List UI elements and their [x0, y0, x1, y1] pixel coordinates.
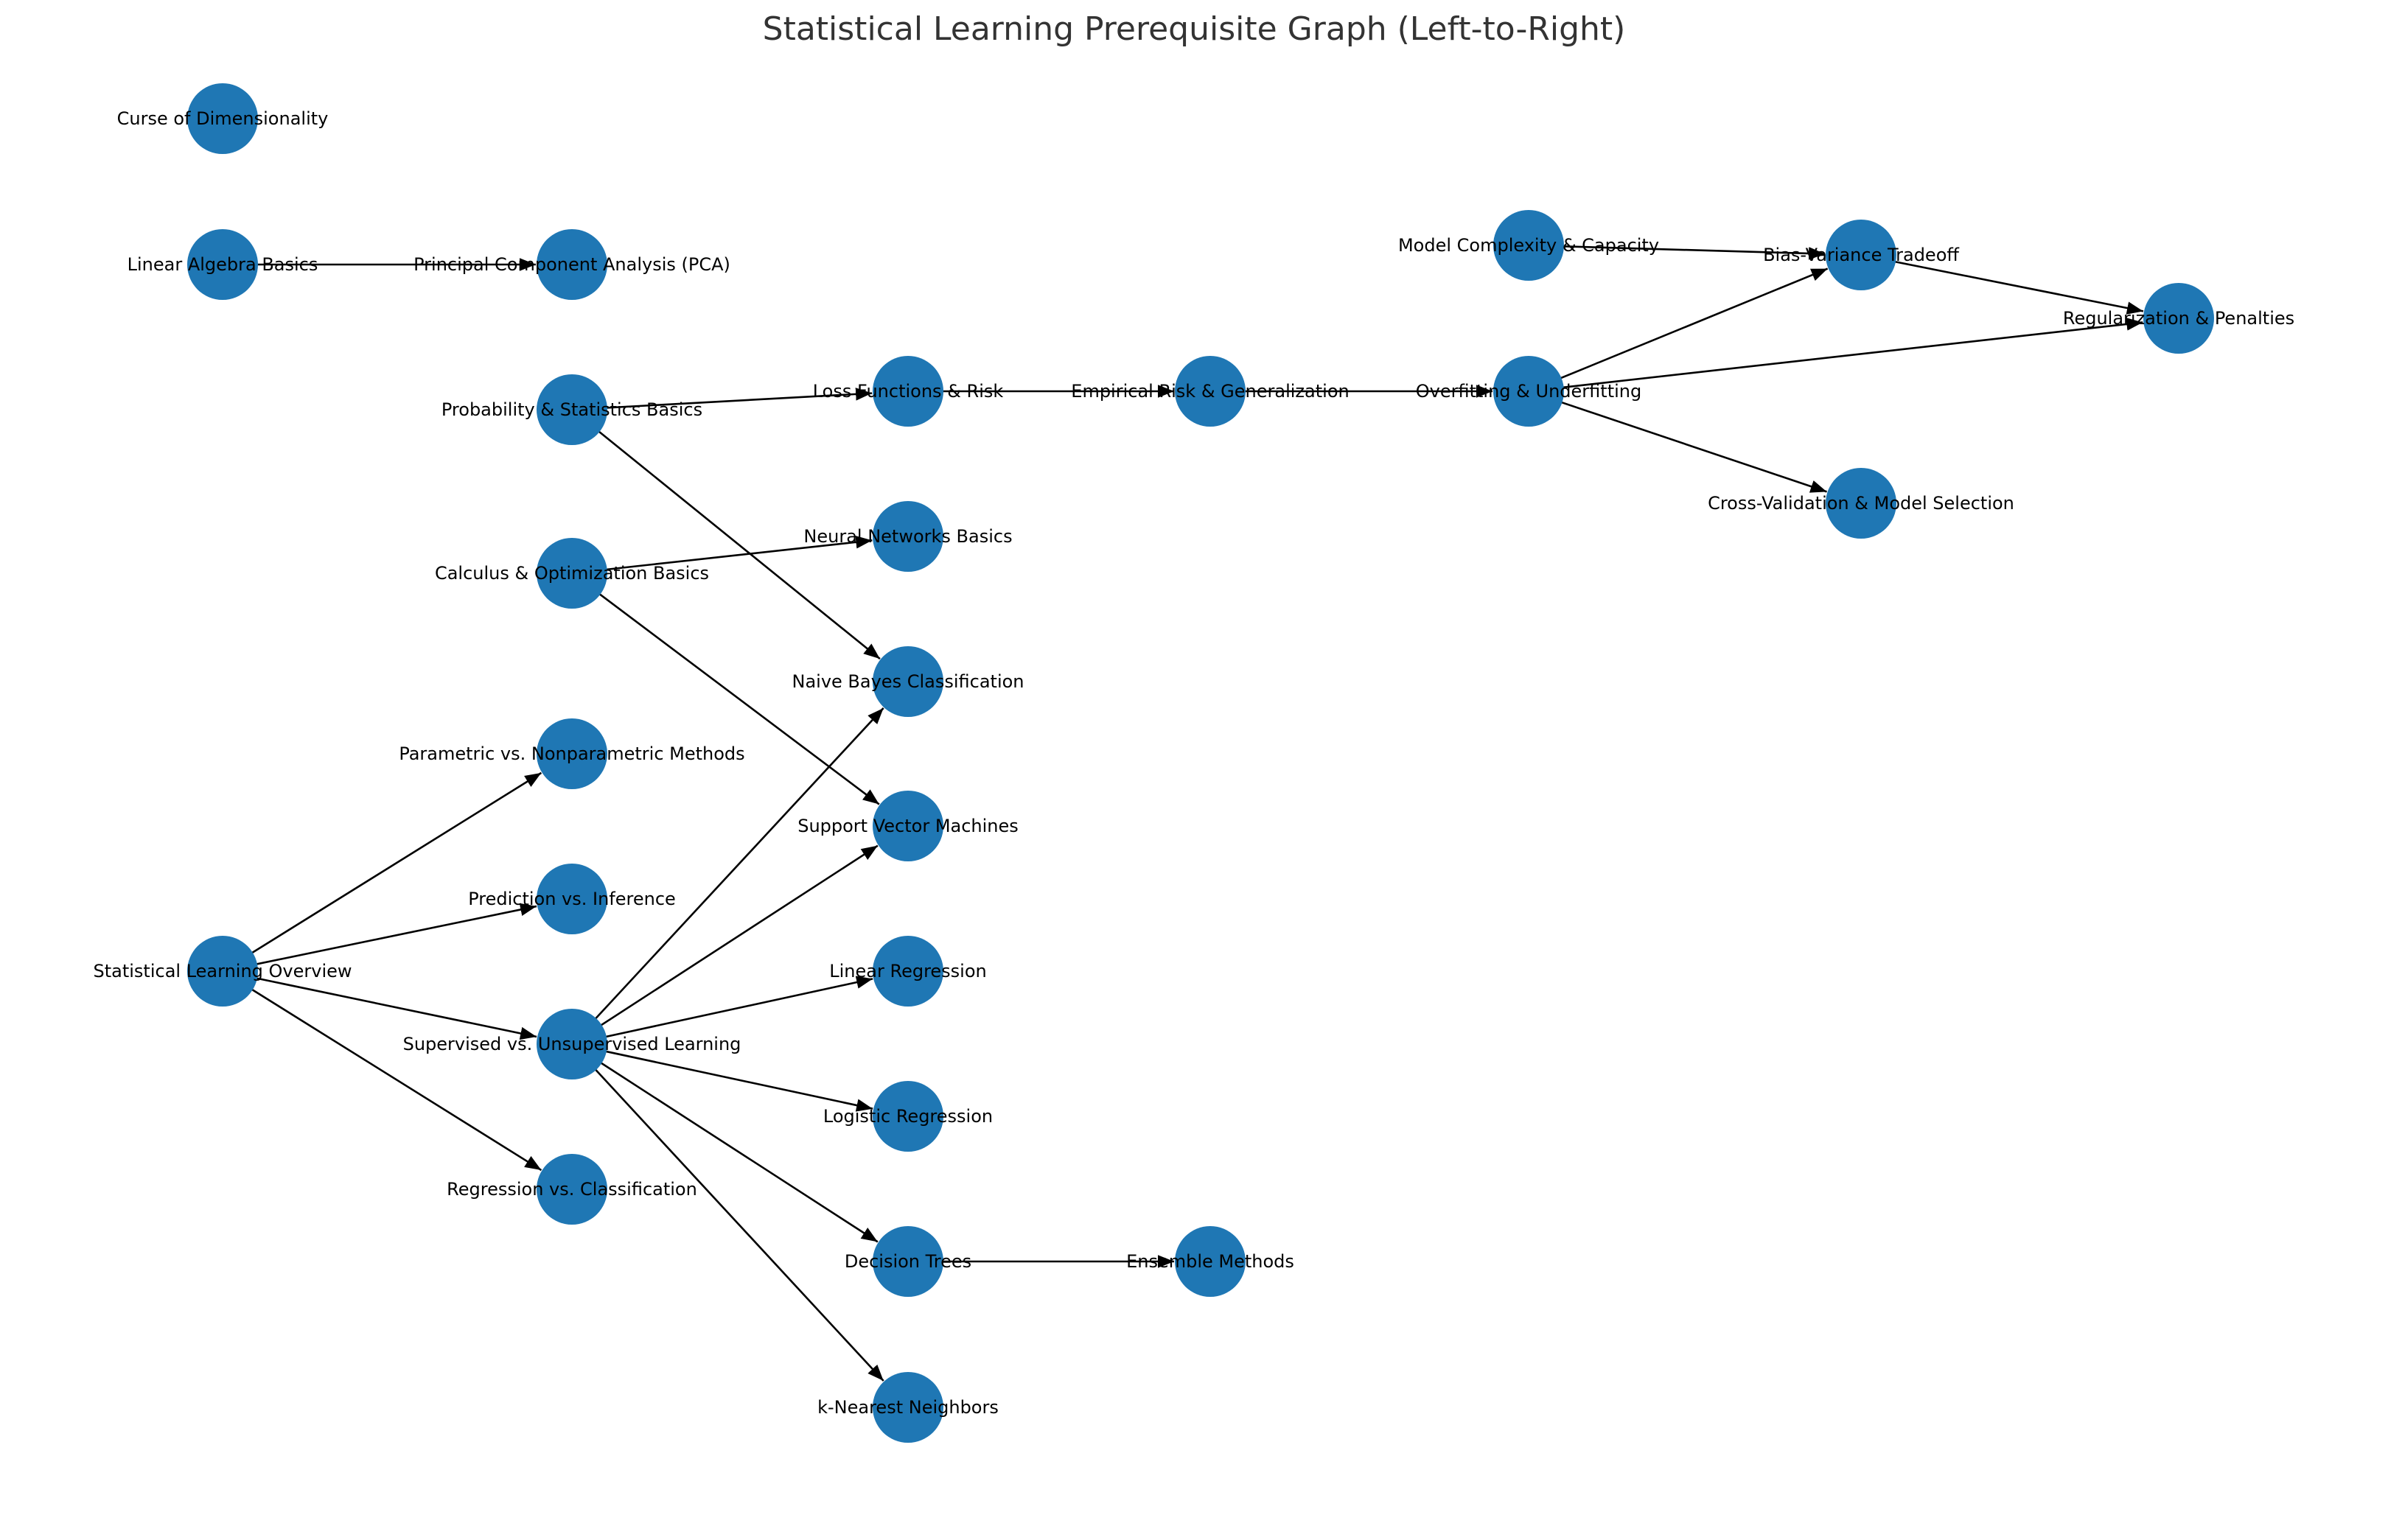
node-cv — [1826, 468, 1896, 539]
node-dt — [873, 1226, 943, 1297]
node-knn — [873, 1372, 943, 1443]
node-logreg — [873, 1081, 943, 1152]
node-label-logreg: Logistic Regression — [823, 1106, 993, 1127]
node-label-biasvar: Bias-Variance Tradeoff — [1763, 245, 1959, 265]
edge-complexity-to-biasvar — [1549, 245, 1826, 260]
edge-calc-to-nn — [593, 535, 873, 573]
edge-sup-to-knn — [585, 1059, 884, 1382]
node-label-overfit: Overfitting & Underfitting — [1416, 381, 1641, 402]
node-loss — [873, 356, 943, 427]
node-label-calc: Calculus & Optimization Basics — [435, 563, 709, 584]
edge-sup-to-logreg — [592, 1047, 873, 1112]
node-label-nn: Neural Networks Basics — [803, 526, 1012, 547]
node-label-nb: Naive Bayes Classification — [792, 671, 1024, 692]
node-nb — [873, 646, 943, 717]
edge-overview-to-regclass — [240, 981, 542, 1172]
edge-overview-to-sup — [242, 974, 537, 1040]
node-label-prob: Probability & Statistics Basics — [441, 399, 702, 420]
node-label-svm: Support Vector Machines — [797, 816, 1019, 836]
node-prob — [537, 374, 607, 445]
edge-sup-to-linreg — [592, 976, 873, 1041]
edge-prob-to-nb — [587, 422, 881, 660]
node-label-linalg: Linear Algebra Basics — [128, 254, 318, 275]
node-curse — [187, 83, 258, 154]
edge-biasvar-to-reg — [1881, 258, 2144, 315]
node-complexity — [1493, 210, 1564, 281]
node-pred — [537, 864, 607, 934]
edge-overview-to-param — [240, 771, 542, 961]
edge-prob-to-loss — [593, 388, 873, 410]
node-label-erm: Empirical Risk & Generalization — [1071, 381, 1349, 402]
graph-title: Statistical Learning Prerequisite Graph … — [763, 10, 1626, 48]
edge-overfit-to-cv — [1548, 396, 1827, 493]
node-label-linreg: Linear Regression — [829, 961, 987, 981]
node-label-overview: Statistical Learning Overview — [93, 961, 352, 981]
node-nn — [873, 501, 943, 572]
node-label-param: Parametric vs. Nonparametric Methods — [399, 743, 744, 764]
edge-sup-to-svm — [589, 844, 879, 1034]
node-label-regclass: Regression vs. Classification — [447, 1179, 697, 1200]
nodes-layer — [187, 83, 2214, 1443]
node-label-knn: k-Nearest Neighbors — [817, 1397, 999, 1418]
node-svm — [873, 791, 943, 861]
node-overview — [187, 936, 258, 1007]
node-overfit — [1493, 356, 1564, 427]
node-label-cv: Cross-Validation & Model Selection — [1708, 493, 2014, 514]
node-label-loss: Loss Functions & Risk — [813, 381, 1004, 402]
node-label-curse: Curse of Dimensionality — [117, 108, 329, 129]
node-label-dt: Decision Trees — [845, 1251, 971, 1272]
node-regclass — [537, 1154, 607, 1225]
node-linalg — [187, 229, 258, 300]
node-calc — [537, 538, 607, 609]
edge-overfit-to-reg — [1549, 318, 2143, 391]
node-linreg — [873, 936, 943, 1007]
edge-overview-to-pred — [242, 903, 537, 968]
edge-sup-to-nb — [585, 707, 884, 1029]
node-label-reg: Regularization & Penalties — [2063, 308, 2294, 329]
edge-overfit-to-biasvar — [1548, 267, 1829, 385]
node-label-pca: Principal Component Analysis (PCA) — [413, 254, 730, 275]
node-sup — [537, 1009, 607, 1079]
node-label-ens: Ensemble Methods — [1126, 1251, 1294, 1272]
node-param — [537, 718, 607, 789]
node-reg — [2143, 283, 2214, 354]
node-ens — [1175, 1226, 1246, 1297]
node-biasvar — [1826, 220, 1896, 290]
edge-sup-to-dt — [589, 1054, 879, 1243]
edge-calc-to-svm — [588, 585, 880, 805]
node-erm — [1175, 356, 1246, 427]
node-pca — [537, 229, 607, 300]
node-label-sup: Supervised vs. Unsupervised Learning — [403, 1034, 741, 1054]
node-label-complexity: Model Complexity & Capacity — [1398, 235, 1659, 256]
node-label-pred: Prediction vs. Inference — [468, 889, 676, 909]
edges-layer — [240, 245, 2144, 1382]
